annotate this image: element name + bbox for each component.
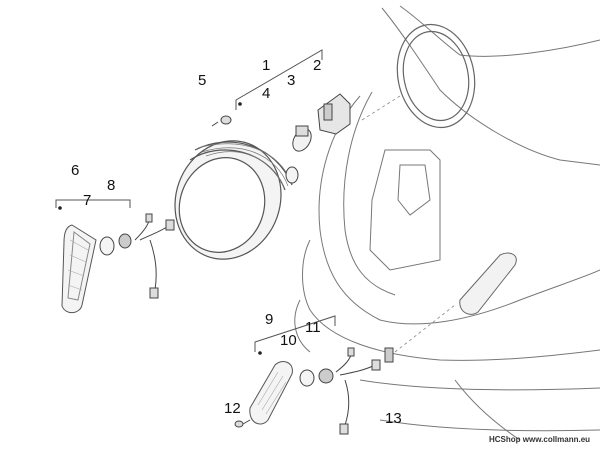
watermark: HCShop www.collmann.eu (489, 435, 591, 444)
callout-3: 3 (287, 72, 296, 89)
headlamp-bulb (292, 125, 312, 152)
headlamp-bulb-holder (317, 93, 351, 135)
parking-bulb (285, 166, 299, 184)
callout-11: 11 (305, 319, 321, 336)
screw-5 (211, 115, 232, 127)
mounted-indicator (459, 252, 517, 315)
callout-7: 7 (83, 192, 92, 209)
clip-13 (384, 347, 394, 363)
left-indicator-bulb (99, 233, 132, 256)
screw-12 (234, 419, 251, 428)
callout-6: 6 (71, 162, 80, 179)
headlamp-bezel (174, 140, 293, 260)
right-wiring (335, 347, 381, 435)
mounted-headlamp-ring (396, 23, 476, 129)
callout-5: 5 (198, 72, 207, 89)
callout-2: 2 (313, 57, 322, 74)
callout-4: 4 (262, 85, 271, 102)
callout-braces (55, 49, 336, 352)
callout-dots (58, 102, 262, 355)
callout-8: 8 (107, 177, 116, 194)
left-indicator (61, 224, 97, 314)
scooter-body (294, 5, 600, 441)
dashed-leaders (361, 95, 456, 353)
callout-10: 10 (280, 332, 297, 349)
right-indicator-bulb (299, 368, 334, 387)
right-indicator (249, 361, 293, 425)
left-wiring (134, 213, 175, 299)
callout-9: 9 (265, 311, 274, 328)
leg-shield-panel (369, 149, 441, 271)
callout-1: 1 (262, 57, 271, 74)
callout-13: 13 (385, 410, 402, 427)
callout-12: 12 (224, 400, 241, 417)
